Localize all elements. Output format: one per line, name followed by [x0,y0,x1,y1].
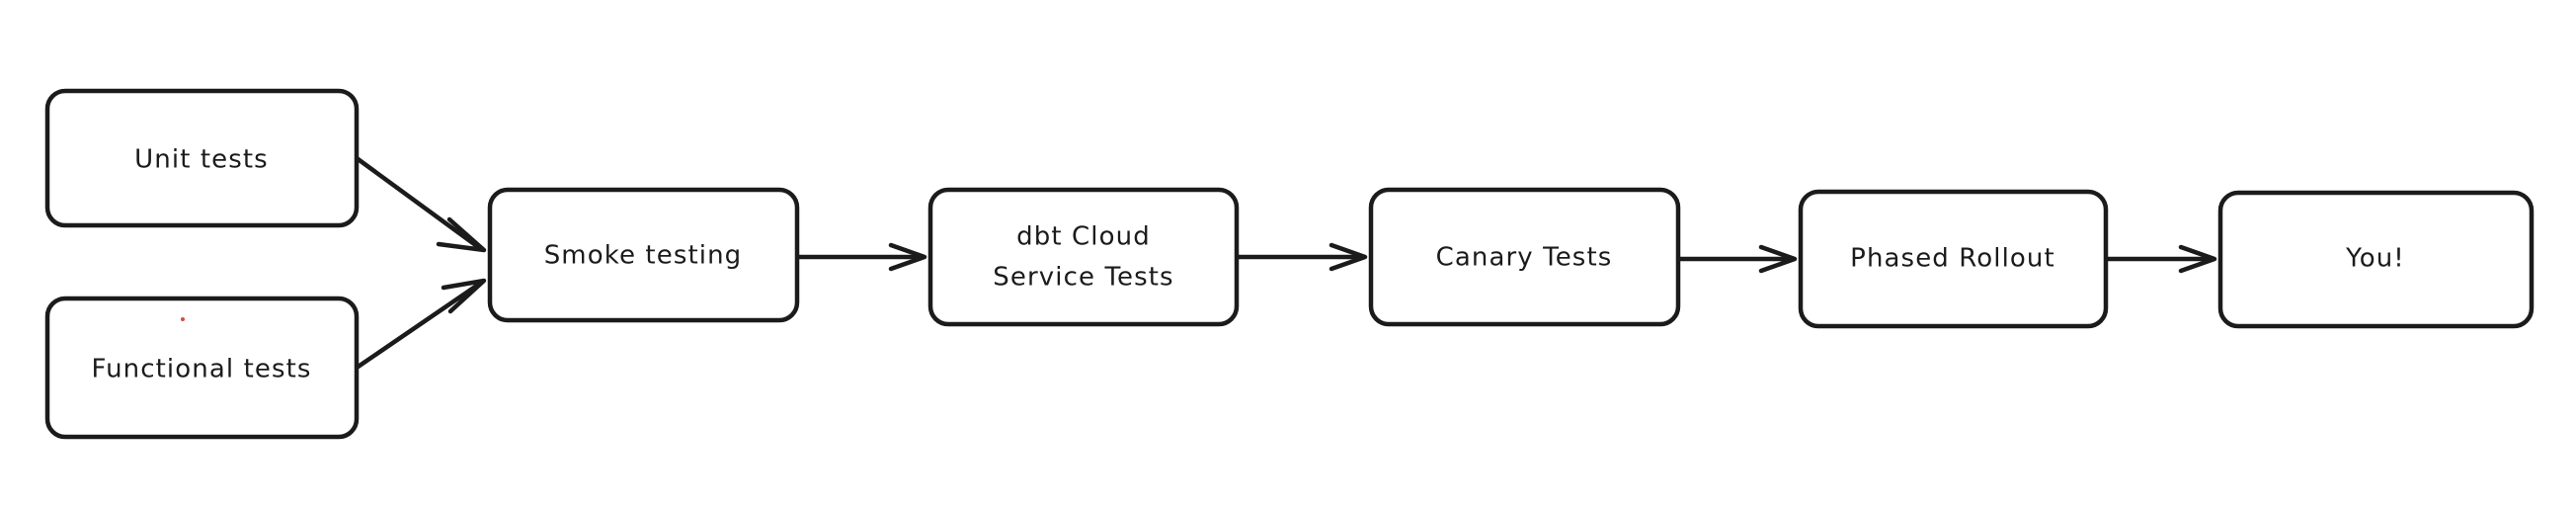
node-functional-tests-shape[interactable] [44,296,360,440]
node-unit-tests-shape[interactable] [44,88,360,228]
edge-dbt-to-canary [1234,242,1368,272]
edge-unit-to-smoke [354,155,487,253]
node-smoke-testing[interactable]: Smoke testing [487,187,800,323]
node-unit-tests-label: Unit tests [134,145,269,175]
edge-smoke-to-dbt [794,242,927,272]
edge-phased-to-you [2103,244,2217,274]
node-you[interactable]: You! [2217,190,2535,329]
node-dbt-cloud-service-tests-label-line1: dbt Cloud [1016,222,1151,252]
edge-canary-to-phased [1675,244,1798,274]
node-canary-tests-label: Canary Tests [1436,243,1613,273]
node-phased-rollout-shape[interactable] [1798,189,2109,329]
edge-functional-to-smoke [354,278,487,371]
node-you-shape[interactable] [2217,190,2535,329]
node-functional-tests[interactable]: Functional tests [44,296,360,440]
node-you-label: You! [2345,244,2405,274]
node-functional-tests-label: Functional tests [91,355,311,384]
stray-mark-dot [181,317,185,321]
node-smoke-testing-label: Smoke testing [544,241,743,271]
node-dbt-cloud-service-tests[interactable]: dbt Cloud Service Tests [927,187,1240,327]
node-phased-rollout-label: Phased Rollout [1850,244,2055,274]
node-canary-tests-shape[interactable] [1368,187,1681,327]
node-unit-tests[interactable]: Unit tests [44,88,360,228]
node-dbt-cloud-service-tests-label-line2: Service Tests [993,263,1173,293]
node-dbt-cloud-service-tests-shape[interactable] [927,187,1240,327]
node-canary-tests[interactable]: Canary Tests [1368,187,1681,327]
node-smoke-testing-shape[interactable] [487,187,800,323]
node-phased-rollout[interactable]: Phased Rollout [1798,189,2109,329]
